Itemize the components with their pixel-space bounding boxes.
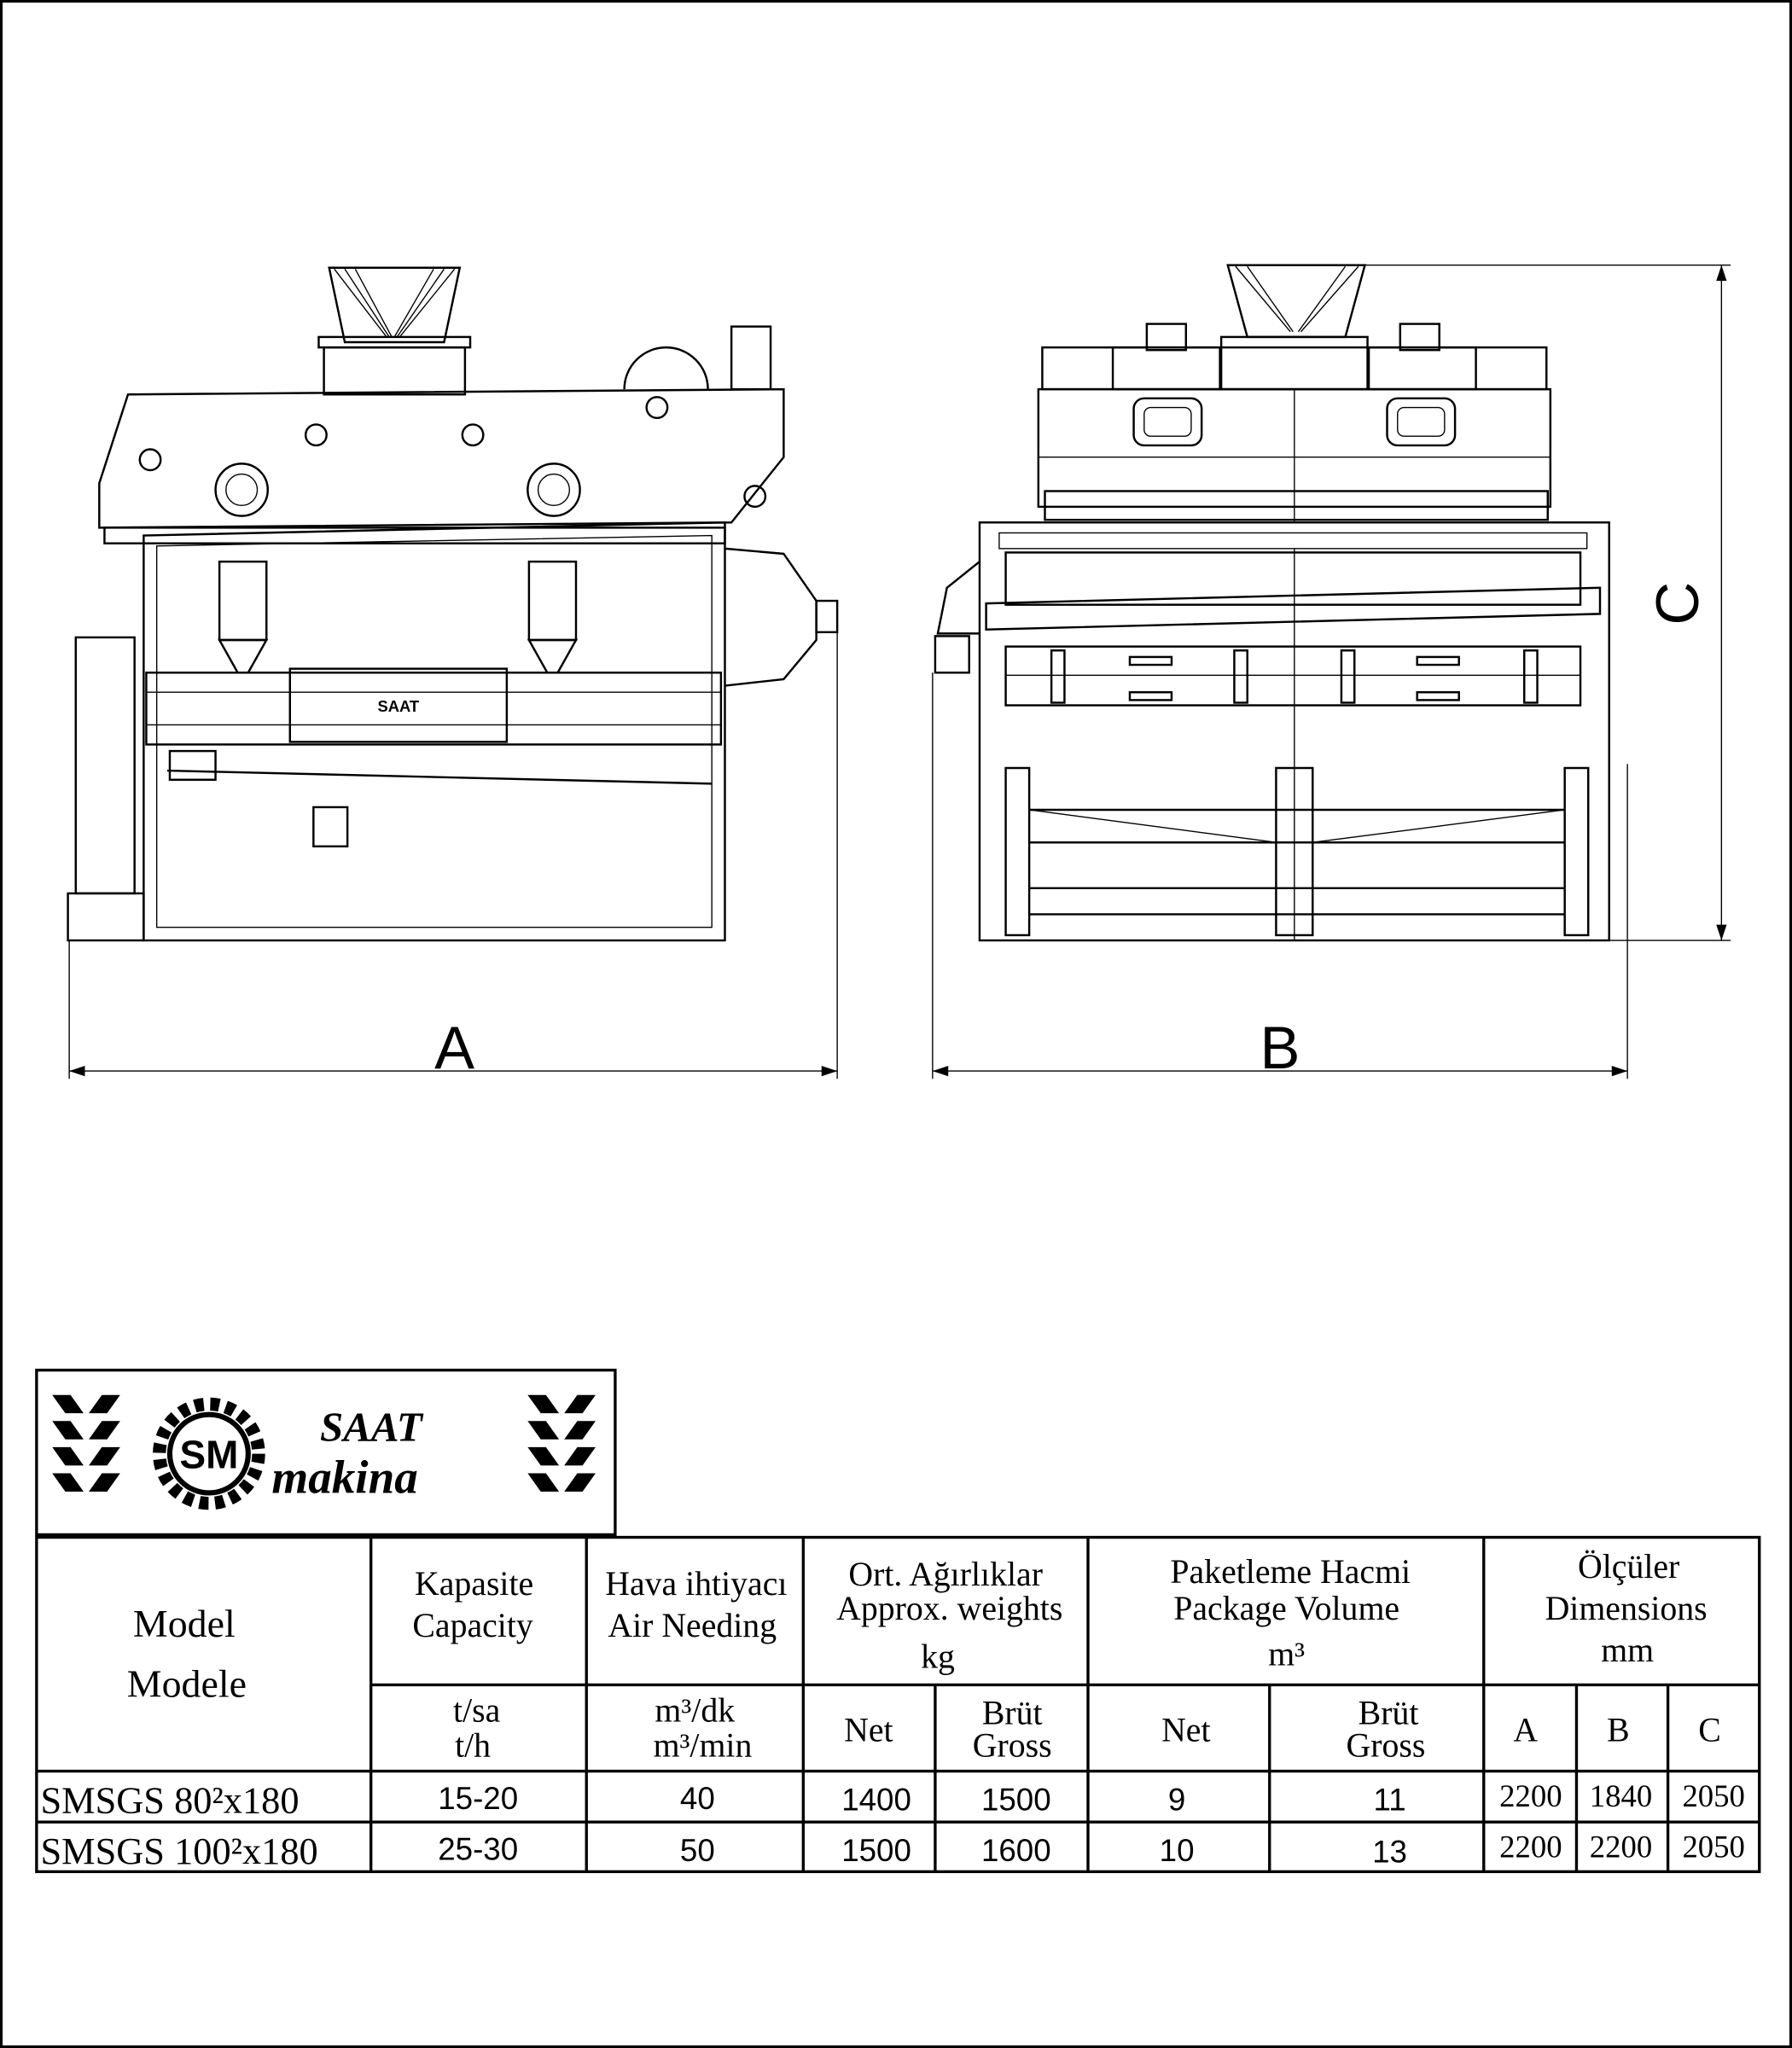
gear-logo-icon: SM xyxy=(153,1397,265,1510)
svg-text:2050: 2050 xyxy=(1682,1778,1744,1813)
svg-text:11: 11 xyxy=(1374,1782,1406,1817)
table-row: SMSGS 100²x180 25-30 50 1500 1600 10 13 … xyxy=(40,1830,1744,1873)
side-view-drawing: SAAT A xyxy=(67,266,839,1081)
svg-text:2050: 2050 xyxy=(1682,1830,1744,1865)
brand-name-line1: SAAT xyxy=(320,1403,424,1450)
svg-text:15-20: 15-20 xyxy=(438,1781,518,1816)
table-row: SMSGS 80²x180 15-20 40 1400 1500 9 11 22… xyxy=(40,1778,1744,1822)
specification-table: Model Modele Kapasite Capacity Hava ihti… xyxy=(35,1535,1761,1874)
svg-text:1600: 1600 xyxy=(981,1833,1051,1868)
dimension-c-label: C xyxy=(1644,582,1711,625)
header-ort-agirliklar: Ort. Ağırlıklar xyxy=(848,1556,1043,1593)
svg-text:2200: 2200 xyxy=(1499,1778,1562,1813)
svg-text:2200: 2200 xyxy=(1499,1830,1562,1865)
header-approx-weights: Approx. weights xyxy=(836,1590,1062,1627)
svg-text:2200: 2200 xyxy=(1590,1830,1652,1865)
header-weights-brut: Brüt xyxy=(982,1694,1043,1731)
header-package-volume: Package Volume xyxy=(1173,1590,1399,1627)
company-logo: SM SAAT makina xyxy=(35,1368,617,1537)
svg-text:25-30: 25-30 xyxy=(438,1832,518,1867)
svg-text:1500: 1500 xyxy=(981,1782,1051,1817)
header-dim-b: B xyxy=(1607,1711,1630,1748)
svg-text:9: 9 xyxy=(1168,1782,1185,1817)
header-mm: mm xyxy=(1601,1632,1654,1669)
header-weights-net: Net xyxy=(844,1711,893,1748)
unit-m3-dk: m³/dk xyxy=(655,1691,735,1729)
dimension-b-label: B xyxy=(1260,1014,1300,1081)
header-olculer: Ölçüler xyxy=(1578,1548,1679,1585)
header-paketleme: Paketleme Hacmi xyxy=(1170,1553,1411,1591)
unit-m3-min: m³/min xyxy=(654,1727,753,1765)
svg-text:50: 50 xyxy=(680,1833,715,1868)
header-dim-c: C xyxy=(1698,1711,1721,1748)
machine-logo-plate: SAAT xyxy=(378,697,420,715)
svg-text:SM: SM xyxy=(179,1432,238,1476)
header-capacity: Capacity xyxy=(412,1607,532,1644)
svg-text:13: 13 xyxy=(1372,1835,1407,1870)
dimension-a-label: A xyxy=(434,1014,474,1081)
svg-text:10: 10 xyxy=(1160,1833,1195,1868)
header-weights-gross: Gross xyxy=(973,1727,1052,1765)
header-hava: Hava ihtiyacı xyxy=(605,1565,787,1603)
header-package-net: Net xyxy=(1161,1711,1210,1748)
header-m3: m³ xyxy=(1268,1636,1305,1673)
header-kapasite: Kapasite xyxy=(415,1565,533,1603)
header-kg: kg xyxy=(921,1638,955,1676)
unit-t-sa: t/sa xyxy=(453,1691,501,1729)
svg-text:1840: 1840 xyxy=(1590,1778,1652,1813)
header-dim-a: A xyxy=(1513,1711,1538,1748)
svg-text:1400: 1400 xyxy=(841,1782,911,1817)
header-model: Model xyxy=(133,1602,236,1645)
unit-t-h: t/h xyxy=(455,1727,491,1765)
header-package-gross: Gross xyxy=(1347,1727,1426,1765)
svg-text:SMSGS 100²x180: SMSGS 100²x180 xyxy=(40,1830,317,1872)
header-air: Air Needing xyxy=(608,1607,777,1644)
header-modele: Modele xyxy=(127,1661,247,1705)
svg-text:SMSGS 80²x180: SMSGS 80²x180 xyxy=(40,1778,299,1821)
header-dimensions: Dimensions xyxy=(1545,1590,1708,1627)
header-package-brut: Brüt xyxy=(1359,1694,1419,1731)
svg-text:1500: 1500 xyxy=(841,1833,911,1868)
svg-text:40: 40 xyxy=(680,1781,715,1816)
front-view-drawing: B C xyxy=(932,264,1731,1081)
brand-name-line2: makina xyxy=(271,1451,417,1503)
